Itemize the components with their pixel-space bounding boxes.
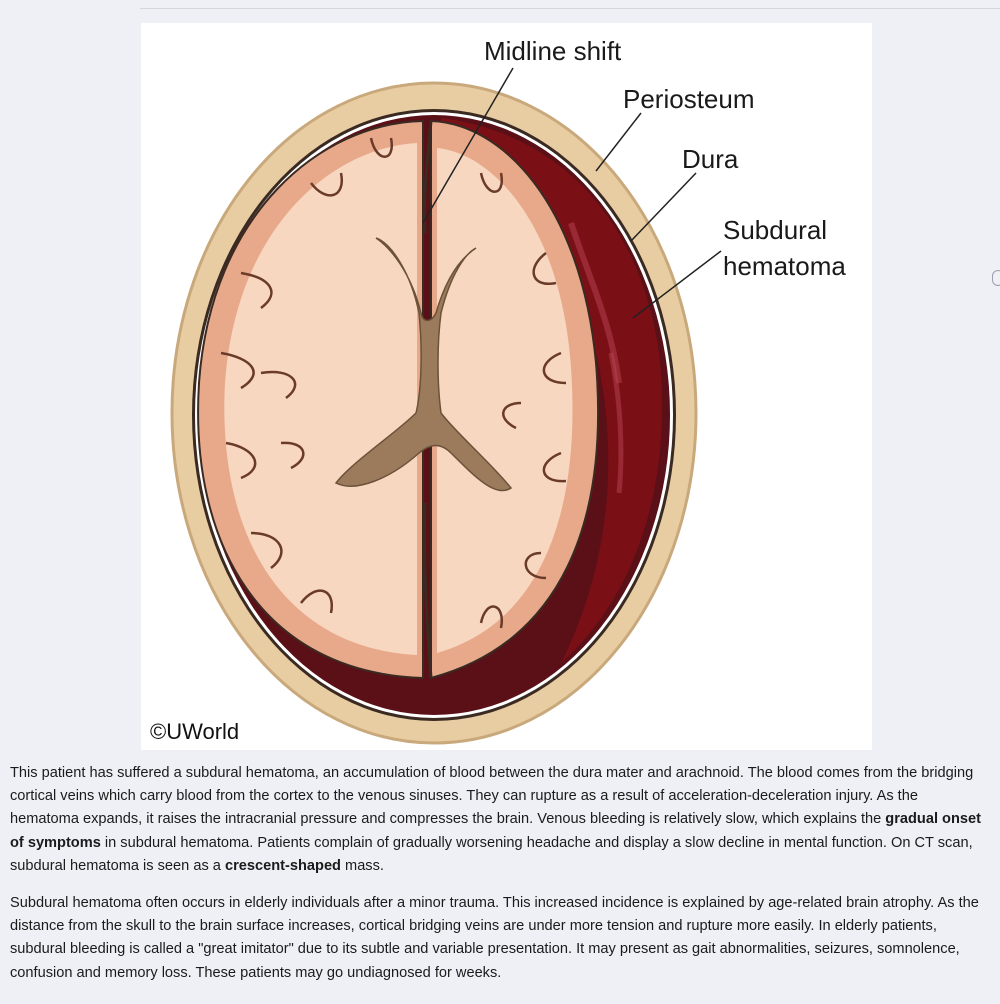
crescent-shaped-emphasis: crescent-shaped [224,857,341,874]
periosteum-label: Periosteum [623,84,755,114]
explanation-paragraph-1: This patient has suffered a subdural hem… [10,765,981,874]
lateral-ventricles [334,237,513,492]
explanation-paragraph-2: Subdural hematoma often occurs in elderl… [10,895,979,981]
left-white-matter [224,143,417,655]
midline-fissure-posterior [422,502,433,679]
copyright-label: ©UWorld [150,719,240,744]
midline-shift-label: Midline shift [484,36,622,66]
subdural-label-line1: Subdural [723,215,828,245]
subdural-label-line2: hematoma [723,251,846,281]
gradual-onset-emphasis: gradual onset of symptoms [10,811,981,851]
scroll-handle[interactable] [992,270,1000,286]
subdural-hematoma [441,118,663,663]
top-divider [140,0,1000,9]
brain-illustration [170,81,698,745]
subdural-hematoma-figure: Midline shift Periosteum Dura Subdural h… [141,23,872,750]
dura-label: Dura [682,144,739,174]
right-white-matter [437,148,573,653]
